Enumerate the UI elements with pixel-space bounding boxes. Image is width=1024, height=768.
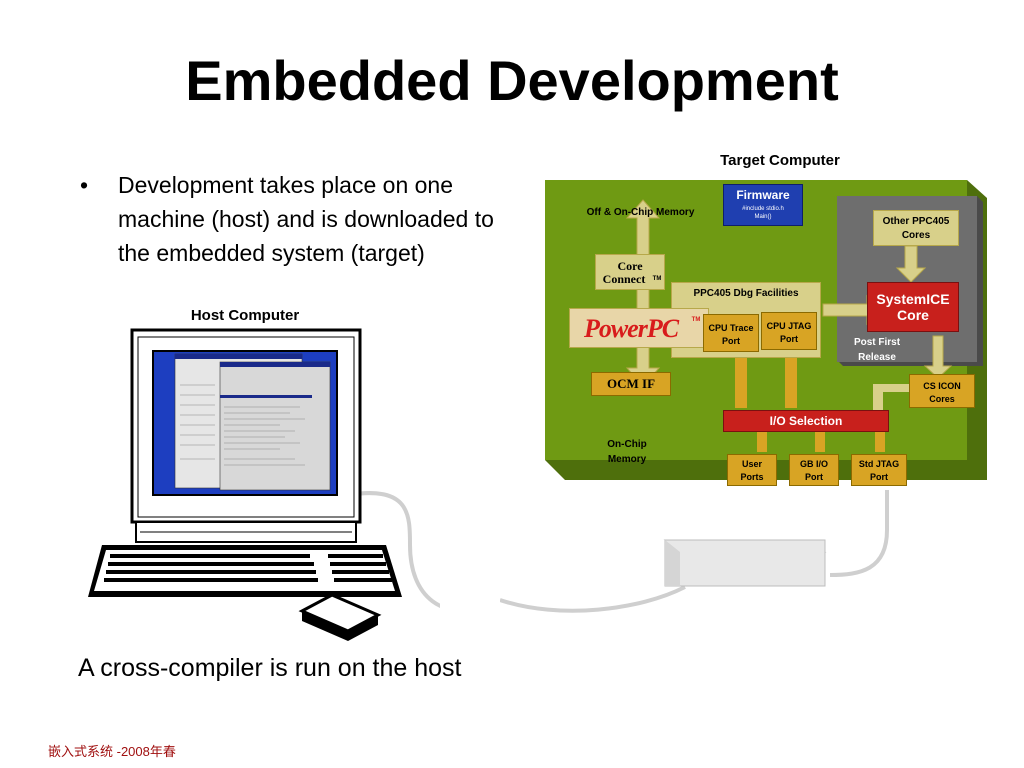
gb-io-line1: GB I/O [799,459,828,469]
gb-io-port-box: GB I/O Port [789,454,839,486]
host-cable [347,491,440,608]
cpu-jtag-line2: Port [780,334,798,344]
ocm-if-label: OCM IF [606,376,656,391]
on-chip-memory-line2: Memory [607,454,647,465]
host-computer-illustration [88,328,440,641]
cpu-jtag-port-box: CPU JTAG Port [761,312,817,350]
off-on-chip-memory-label: Off & On-Chip Memory [586,207,695,218]
cpu-trace-line2: Port [722,336,740,346]
gb-io-line2: Port [805,472,823,482]
cpu-trace-port-box: CPU Trace Port [703,314,759,352]
interface-pod [663,539,827,587]
systemice-core-box: SystemICE Core [867,282,959,332]
keyboard [88,545,402,597]
other-ppc405-line2: Cores [901,230,931,241]
firmware-box: Firmware #include stdio.h Main() [723,184,803,226]
footer-text: 嵌入式系统 -2008年春 [48,744,176,759]
systemice-line1: SystemICE [876,291,950,307]
post-first-line1: Post First [853,337,901,348]
on-chip-memory-line1: On-Chip [607,439,647,450]
io-selection-box: I/O Selection [723,410,889,432]
std-jtag-line2: Port [870,472,888,482]
cross-compiler-caption: A cross-compiler is run on the host [78,654,462,682]
io-selection-label: I/O Selection [769,414,843,428]
firmware-label: Firmware [736,188,790,202]
slide-title: Embedded Development [185,49,839,112]
host-computer-label: Host Computer [190,307,300,324]
firmware-sub2: Main() [754,214,772,220]
systemice-line2: Core [897,307,929,323]
std-jtag-line1: Std JTAG [858,459,900,469]
user-ports-line2: Ports [740,472,764,482]
cs-icon-line2: Cores [929,394,955,404]
powerpc-tm: TM [691,317,701,323]
core-connect-line1: Core [617,259,643,273]
bullet-text: Development takes place on one machine (… [118,172,494,266]
powerpc-box: PowerPC TM [569,308,709,348]
post-first-line2: Release [858,352,896,363]
target-cable [829,490,889,577]
cs-icon-cores-box: CS ICON Cores [909,374,975,408]
target-board: Off & On-Chip Memory Firmware #include s… [545,178,990,486]
monitor [130,328,362,543]
powerpc-logo: PowerPC [583,314,679,343]
firmware-sub1: #include stdio.h [742,206,784,212]
cpu-trace-line1: CPU Trace [708,323,754,333]
other-ppc405-cores-box: Other PPC405 Cores [873,210,959,246]
bullet-marker: • [80,172,89,198]
target-computer-label: Target Computer [720,152,840,169]
std-jtag-port-box: Std JTAG Port [851,454,907,486]
interface-pod-illustration [500,490,889,613]
user-ports-box: User Ports [727,454,777,486]
core-connect-line2: Connect [602,272,646,286]
cpu-jtag-line1: CPU JTAG [766,321,812,331]
mouse [298,593,382,641]
other-ppc405-line1: Other PPC405 [882,216,950,227]
ocm-if-box: OCM IF [591,372,671,396]
core-connect-box: Core Connect TM [595,254,665,290]
user-ports-line1: User [741,459,762,469]
ppc405-dbg-facilities-label: PPC405 Dbg Facilities [693,288,799,299]
core-connect-tm: TM [652,276,662,282]
cs-icon-line1: CS ICON [923,381,961,391]
